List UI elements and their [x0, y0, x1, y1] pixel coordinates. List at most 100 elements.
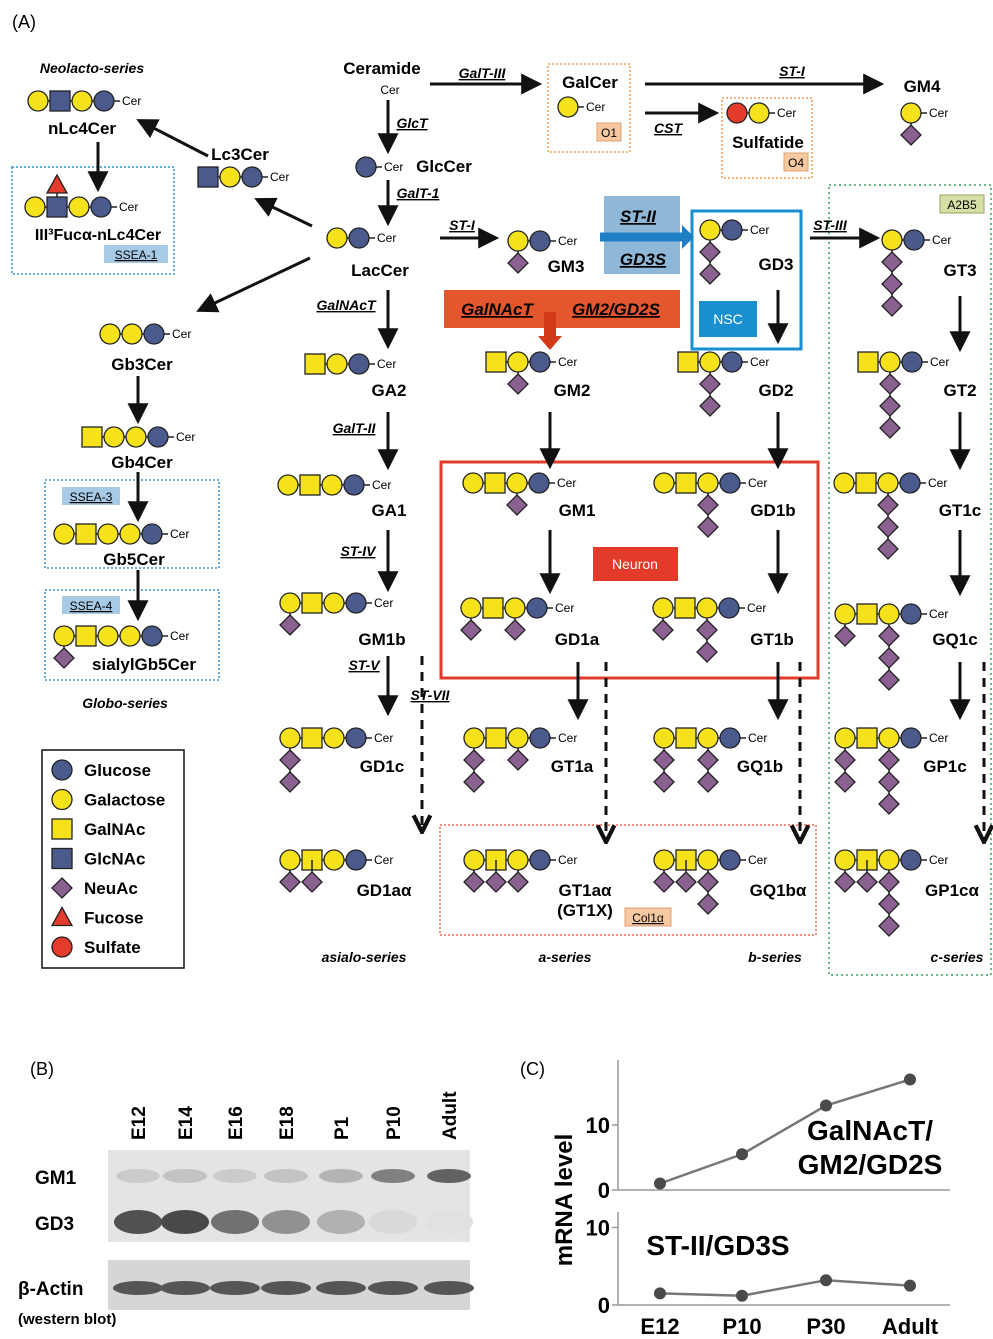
galactose-icon [463, 849, 485, 871]
neuac-icon [279, 614, 301, 636]
galnac-icon [677, 351, 699, 373]
blot-lane-label: E14 [176, 1106, 197, 1140]
glccer-label: GlcCer [416, 157, 472, 176]
galactose-icon [697, 727, 719, 749]
gd3-band [114, 1210, 162, 1234]
glucose-icon [721, 219, 743, 241]
neuac-icon [463, 771, 485, 793]
neuac-icon [878, 647, 900, 669]
neuac-icon [463, 871, 485, 893]
sulfatide-box [721, 97, 813, 179]
galactose-icon [653, 849, 675, 871]
galt2-label: GalT-II [333, 420, 377, 436]
gq1b-label: GQ1b [737, 757, 783, 776]
galactose-icon [697, 849, 719, 871]
neuac-icon [834, 771, 856, 793]
gm1-band [163, 1169, 207, 1183]
glccer-structure: Cer [355, 156, 403, 178]
galt3-label: GalT-III [459, 65, 507, 81]
gm1b-label: GM1b [358, 630, 405, 649]
neuac-icon [699, 263, 721, 285]
actin-band [210, 1281, 260, 1295]
globo-series-label: Globo-series [82, 695, 168, 711]
legend-label: Sulfate [84, 938, 141, 957]
gd1a-structure: Cer [460, 597, 574, 641]
st2-arrow-head [682, 225, 694, 249]
glucose-icon [90, 196, 112, 218]
gt1c-structure: Cer [833, 472, 947, 560]
glucose-icon [719, 472, 741, 494]
galt1-label: GalT-1 [397, 185, 440, 201]
lc3cer-label: Lc3Cer [211, 145, 269, 164]
galnac-icon [482, 597, 504, 619]
cer-label: Cer [928, 476, 947, 490]
neuron-box [439, 460, 820, 680]
galactose-icon [834, 603, 856, 625]
gm4-structure: Cer [900, 102, 948, 146]
blot-lane-label: Adult [440, 1091, 461, 1140]
galnac-icon [81, 426, 103, 448]
cer-label: Cer [558, 853, 577, 867]
data-point [820, 1274, 832, 1287]
galactose-icon [833, 472, 855, 494]
ssea1-box [11, 166, 175, 275]
cer-label: Cer [929, 853, 948, 867]
blot-lane-label: E16 [226, 1106, 247, 1140]
gm3-structure: Cer [507, 230, 577, 274]
neuac-icon [699, 373, 721, 395]
alpha-neuac-structure [301, 860, 323, 893]
arrow-laccer-gb3cer [196, 256, 311, 313]
gt1c-label: GT1c [939, 501, 982, 520]
cer-label: Cer [777, 106, 796, 120]
cer-label: Cer [372, 478, 391, 492]
col1a-label: Col1α [632, 911, 664, 925]
glucose-icon [355, 156, 377, 178]
galactose-icon [557, 96, 579, 118]
alpha-neuac-structure [675, 860, 697, 893]
iii3fuc-structure: Cer [24, 173, 138, 218]
cer-label: Cer [750, 355, 769, 369]
glucose-icon [901, 351, 923, 373]
gt3-structure: Cer [881, 229, 951, 317]
ssea3-tag [62, 487, 120, 505]
neuac-icon [653, 871, 675, 893]
iii3fuc-label: III³Fucα-nLc4Cer [35, 227, 161, 244]
st2-label: ST-II [620, 207, 657, 226]
galactose-icon [51, 788, 73, 811]
neuac-icon [301, 871, 323, 893]
legend-item: Glucose [51, 759, 151, 781]
gp1ca-structure: Cer [834, 849, 948, 937]
x-tick-label: E12 [640, 1314, 679, 1339]
o1-tag [596, 122, 622, 142]
cer-label: Cer [384, 160, 403, 174]
cer-label: Cer [557, 476, 576, 490]
gq1ba-structure: Cer [653, 849, 767, 915]
neuac-icon [697, 871, 719, 893]
galactose-icon [460, 597, 482, 619]
data-point [904, 1073, 916, 1086]
label-layer: Ceramide GalCer Sulfatide GM4 GlcCer Lac… [35, 59, 984, 965]
gp1c-structure: Cer [834, 727, 948, 815]
gd3-band [369, 1210, 417, 1234]
galnact-arrow-head [538, 336, 562, 350]
glucose-icon [528, 472, 550, 494]
galactose-icon [121, 323, 143, 345]
galactose-icon [279, 849, 301, 871]
a-series-label: a-series [539, 949, 592, 965]
cer-label: Cer [558, 355, 577, 369]
gd3-band [211, 1210, 259, 1234]
neuac-icon [53, 647, 75, 669]
neuac-icon [878, 915, 900, 937]
cer-label: Cer [555, 601, 574, 615]
galnac-icon [674, 597, 696, 619]
gm1-band [264, 1169, 308, 1183]
ga2-structure: Cer [304, 353, 396, 375]
data-point [736, 1148, 748, 1161]
cer-label: Cer [929, 731, 948, 745]
galactose-icon [506, 472, 528, 494]
legend-item: Galactose [51, 788, 165, 811]
galactose-icon [323, 849, 345, 871]
arrow-layer [87, 73, 984, 840]
glucose-icon [345, 727, 367, 749]
